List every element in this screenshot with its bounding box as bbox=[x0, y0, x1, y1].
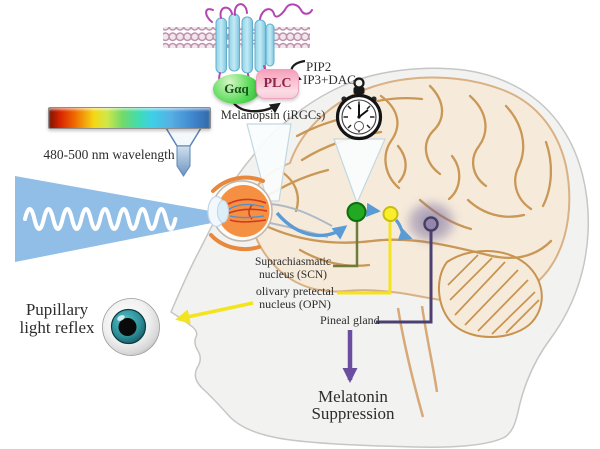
pineal-connector-line bbox=[376, 231, 433, 324]
pupillary-reflex-label: Pupillary light reflex bbox=[10, 301, 104, 337]
opn-label-line2: nucleus (OPN) bbox=[259, 297, 331, 312]
plc-protein: PLC bbox=[256, 69, 299, 99]
eyeball-icon bbox=[207, 175, 273, 252]
pip2-label: PIP2 bbox=[306, 59, 332, 74]
scn-label: Suprachiasmatic nucleus (SCN) bbox=[248, 256, 338, 282]
melanopsin-label: Melanopsin (iRGCs) bbox=[220, 108, 326, 122]
scn-label-line1: Suprachiasmatic bbox=[254, 256, 331, 268]
pineal-label: Pineal gland bbox=[320, 313, 380, 327]
light-wave-icon bbox=[23, 207, 178, 231]
eye-to-scn-arrow bbox=[275, 211, 348, 240]
opn-to-pineal-arrow bbox=[394, 218, 413, 241]
receptor-icon bbox=[163, 3, 313, 88]
pupillary-label-line1: Pupillary bbox=[25, 300, 89, 319]
gaq-protein: Gαq bbox=[213, 74, 260, 104]
light-beam-icon bbox=[15, 176, 227, 262]
opn-label-line1: olivary pretectal bbox=[255, 284, 335, 298]
pineal-marker bbox=[423, 216, 439, 232]
ip3dag-label: IP3+DAG bbox=[303, 72, 357, 87]
melatonin-label-line2: Suppression bbox=[311, 404, 395, 423]
scn-to-opn-arrow bbox=[365, 202, 381, 218]
melatonin-suppression-label: Melatonin Suppression bbox=[302, 388, 404, 422]
cerebellum-folds bbox=[447, 254, 540, 335]
gaq-label: Gαq bbox=[224, 81, 249, 96]
scn-label-line2: nucleus (SCN) bbox=[258, 268, 328, 281]
stopwatch-icon bbox=[335, 77, 383, 141]
pupillary-reflex-arrow bbox=[175, 301, 254, 324]
opn-connector-line bbox=[337, 221, 392, 295]
pupillary-label-line2: light reflex bbox=[19, 317, 95, 337]
scn-connector-line bbox=[333, 221, 359, 268]
plc-label: PLC bbox=[263, 76, 292, 91]
melanopsin-zoom-cone bbox=[246, 123, 292, 202]
scn-marker bbox=[346, 202, 367, 222]
watch-ticks bbox=[343, 101, 375, 133]
opn-label: olivary pretectal nucleus (OPN) bbox=[250, 284, 340, 312]
melatonin-label-line1: Melatonin bbox=[318, 387, 388, 406]
cerebellum bbox=[437, 250, 543, 338]
retinal-vessels-blue bbox=[228, 203, 265, 219]
transmembrane-helices bbox=[215, 13, 275, 74]
wavelength-label: 480-500 nm wavelength bbox=[43, 147, 175, 162]
opn-marker bbox=[382, 206, 399, 222]
eye-icon bbox=[102, 298, 160, 356]
gaq-plc-arrow bbox=[232, 101, 281, 114]
brainstem bbox=[396, 305, 439, 418]
spectrum-bar bbox=[48, 107, 211, 129]
